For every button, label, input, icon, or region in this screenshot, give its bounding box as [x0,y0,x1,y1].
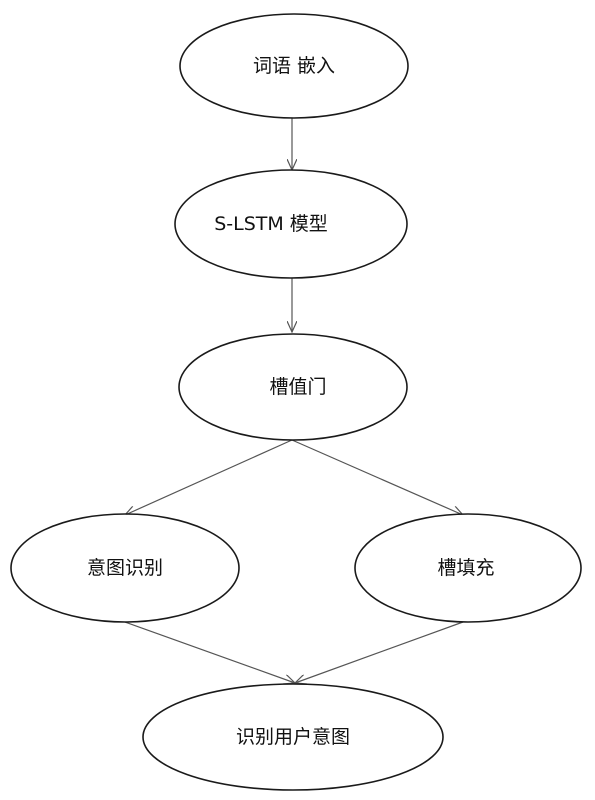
node-label: 槽值门 [269,376,326,398]
edge-intent-to-user-intent [124,621,295,683]
node-label: 识别用户意图 [236,726,350,748]
edge-slot-gate-to-intent [125,439,293,515]
node-label: 意图识别 [87,557,163,579]
node-slot-gate: 槽值门 [178,333,408,441]
node-user-intent: 识别用户意图 [142,683,444,791]
node-label: 词语 嵌入 [253,55,335,77]
node-intent-detection: 意图识别 [10,513,240,623]
node-word-embedding: 词语 嵌入 [179,13,409,119]
edge-slot-gate-to-slot-filling [291,439,463,515]
node-label: 槽填充 [437,557,494,579]
edge-slot-filling-to-user-intent [295,621,464,683]
node-label: S-LSTM 模型 [214,213,328,235]
node-slot-filling: 槽填充 [354,513,582,623]
node-slstm-model: S-LSTM 模型 [174,169,408,279]
